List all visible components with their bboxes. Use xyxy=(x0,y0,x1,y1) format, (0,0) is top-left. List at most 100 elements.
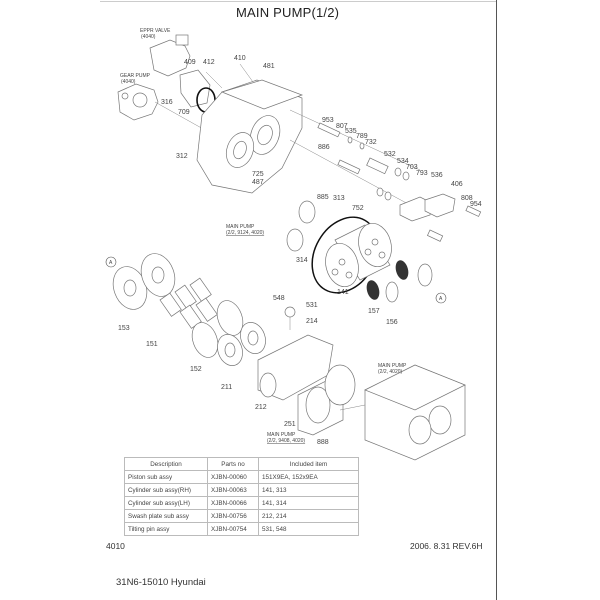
column-header: Included item xyxy=(258,457,359,471)
part-number: 313 xyxy=(333,195,345,202)
part-number: 412 xyxy=(203,59,215,66)
table-row: Cylinder sub assy(LH) XJBN-00066 141, 31… xyxy=(124,496,359,510)
part-number: 487 xyxy=(252,179,264,186)
part-number-labels: 409 412 410 481 316 709 312 953 807 535 … xyxy=(118,55,482,446)
parts-no-cell: XJBN-00063 xyxy=(207,483,259,497)
parts-no-cell: XJBN-00060 xyxy=(207,470,259,484)
eppr-valve-drawing xyxy=(149,34,191,77)
svg-text:(2/2, 4020): (2/2, 4020) xyxy=(378,369,403,375)
included-item-cell: 151X9EA, 152x9EA xyxy=(258,470,359,484)
svg-text:A: A xyxy=(439,296,443,302)
part-number: 531 xyxy=(306,302,318,309)
svg-text:MAIN PUMP: MAIN PUMP xyxy=(378,363,407,369)
page-code: 4010 xyxy=(106,541,125,551)
page-title: MAIN PUMP(1/2) xyxy=(236,5,340,20)
cover-plate-drawing xyxy=(179,69,211,108)
main-pump-reference-drawing xyxy=(339,364,466,461)
included-item-cell: 531, 548 xyxy=(258,522,359,536)
part-number: 703 xyxy=(406,164,418,171)
included-item-cell: 141, 313 xyxy=(258,483,359,497)
svg-text:MAIN PUMP: MAIN PUMP xyxy=(267,432,296,438)
part-number: 548 xyxy=(273,295,285,302)
part-number: 954 xyxy=(470,201,482,208)
part-number: 752 xyxy=(352,205,364,212)
part-number: 535 xyxy=(345,128,357,135)
part-number: 153 xyxy=(118,325,130,332)
column-header: Description xyxy=(124,457,208,471)
description-cell: Cylinder sub assy(LH) xyxy=(124,496,208,510)
caption-gear-pump: GEAR PUMP (4040) xyxy=(120,73,151,85)
caption-eppr-valve: EPPR VALVE (4040) xyxy=(140,28,171,40)
cylinder-blocks-drawing xyxy=(286,200,433,303)
part-number: 534 xyxy=(397,158,409,165)
part-number: 481 xyxy=(263,63,275,70)
parts-no-cell: XJBN-00756 xyxy=(207,509,259,523)
svg-text:(4040): (4040) xyxy=(141,34,156,40)
part-number: 314 xyxy=(296,257,308,264)
part-number: 532 xyxy=(384,151,396,158)
included-item-cell: 141, 314 xyxy=(258,496,359,510)
part-number: 251 xyxy=(284,421,296,428)
included-item-cell: 212, 214 xyxy=(258,509,359,523)
part-number: 793 xyxy=(416,170,428,177)
caption-main-pump-ref-2: MAIN PUMP (2/2, 9408, 4020) xyxy=(267,432,305,444)
description-cell: Swash plate sub assy xyxy=(124,509,208,523)
part-number: 312 xyxy=(176,153,188,160)
part-number: 789 xyxy=(356,133,368,140)
svg-text:MAIN PUMP: MAIN PUMP xyxy=(226,224,255,230)
sub-assembly-table: Description Parts no Included item Pisto… xyxy=(124,457,359,536)
description-cell: Piston sub assy xyxy=(124,470,208,484)
table-row: Piston sub assy XJBN-00060 151X9EA, 152x… xyxy=(124,470,359,484)
part-number: 709 xyxy=(178,109,190,116)
parts-no-cell: XJBN-00754 xyxy=(207,522,259,536)
regulator-spool-parts xyxy=(289,109,482,242)
gear-pump-drawing xyxy=(117,83,206,131)
table-header-row: Description Parts no Included item xyxy=(124,457,359,471)
revision-date: 2006. 8.31 REV.6H xyxy=(410,541,483,551)
part-number: 151 xyxy=(146,341,158,348)
table-row: Swash plate sub assy XJBN-00756 212, 214 xyxy=(124,509,359,523)
svg-text:A: A xyxy=(109,260,113,266)
description-cell: Tilting pin assy xyxy=(124,522,208,536)
part-number: 141 xyxy=(337,289,349,296)
document-id: 31N6-15010 Hyundai xyxy=(116,577,206,588)
pump-housing-drawing xyxy=(196,79,304,194)
column-header: Parts no xyxy=(207,457,259,471)
part-number: 212 xyxy=(255,404,267,411)
svg-text:(2/2, 9408, 4020): (2/2, 9408, 4020) xyxy=(267,438,305,444)
part-number: 807 xyxy=(336,123,348,130)
part-number: 157 xyxy=(368,308,380,315)
description-cell: Cylinder sub assy(RH) xyxy=(124,483,208,497)
swash-plate-drawing xyxy=(257,306,356,436)
part-number: 410 xyxy=(234,55,246,62)
part-number: 953 xyxy=(322,117,334,124)
part-number: 214 xyxy=(306,318,318,325)
page-border xyxy=(496,0,497,600)
part-number: 808 xyxy=(461,195,473,202)
caption-main-pump-ref-3: MAIN PUMP (2/2, 4020) xyxy=(378,363,407,375)
view-a-marker-right: A xyxy=(435,292,447,304)
table-row: Cylinder sub assy(RH) XJBN-00063 141, 31… xyxy=(124,483,359,497)
part-number: 156 xyxy=(386,319,398,326)
table-row: Tilting pin assy XJBN-00754 531, 548 xyxy=(124,522,359,536)
piston-assembly-drawing xyxy=(112,253,266,366)
part-number: 211 xyxy=(221,384,232,391)
parts-no-cell: XJBN-00066 xyxy=(207,496,259,510)
svg-text:GEAR PUMP: GEAR PUMP xyxy=(120,73,151,79)
part-number: 406 xyxy=(451,181,463,188)
part-number: 886 xyxy=(318,144,330,151)
top-rule xyxy=(100,1,497,2)
part-number: 316 xyxy=(161,99,173,106)
part-number: 409 xyxy=(184,59,196,66)
svg-text:EPPR VALVE: EPPR VALVE xyxy=(140,28,171,34)
svg-text:(4040): (4040) xyxy=(121,79,136,85)
part-number: 888 xyxy=(317,439,329,446)
part-number: 536 xyxy=(431,172,443,179)
part-number: 725 xyxy=(252,171,264,178)
caption-main-pump-ref-1: MAIN PUMP (2/2, 9124, 4020) xyxy=(226,224,264,236)
svg-text:(2/2, 9124, 4020): (2/2, 9124, 4020) xyxy=(226,230,264,236)
view-a-marker-left: A xyxy=(105,256,117,268)
part-number: 732 xyxy=(365,139,377,146)
part-number: 885 xyxy=(317,194,329,201)
